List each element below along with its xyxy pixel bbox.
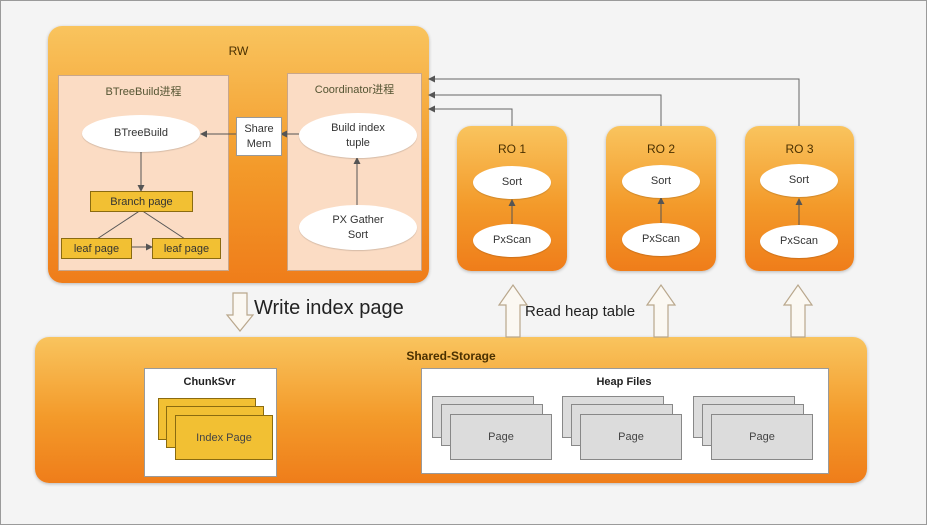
- read-heap-table-label: Read heap table: [525, 303, 636, 320]
- heap-files-title: Heap Files: [596, 376, 652, 388]
- build-index-tuple-node: Build index tuple: [299, 113, 417, 158]
- ro-2-title: RO 2: [646, 142, 675, 156]
- index-page-sheet: Index Page: [175, 415, 273, 460]
- read-heap-up-arrow-3: [782, 283, 814, 338]
- write-index-down-arrow: [225, 292, 255, 332]
- ro-2-pxscan-node: PxScan: [622, 223, 700, 256]
- px-gather-sort-node: PX Gather Sort: [299, 205, 417, 250]
- ro-3-title: RO 3: [785, 142, 814, 156]
- chunksvr-title: ChunkSvr: [183, 376, 236, 388]
- ro-3-to-rw-line: [428, 75, 800, 126]
- ro-2-to-rw-line: [428, 91, 662, 126]
- branch-to-leaf-2-line: [140, 209, 186, 240]
- read-heap-up-arrow-1: [497, 283, 529, 338]
- ro-1-sort-node: Sort: [473, 166, 551, 199]
- leaf-page-2-node: leaf page: [152, 238, 221, 259]
- heap-page-2-sheet: Page: [580, 414, 682, 460]
- ro-1-to-rw-line: [428, 105, 513, 126]
- btree-build-panel-title: BTreeBuild进程: [105, 86, 182, 98]
- read-heap-up-arrow-2: [645, 283, 677, 338]
- coordinator-panel-title: Coordinator进程: [314, 84, 395, 96]
- write-index-page-label: Write index page: [254, 297, 404, 319]
- heap-page-3-sheet: Page: [711, 414, 813, 460]
- leaf-page-1-node: leaf page: [61, 238, 132, 259]
- ro-2-sort-node: Sort: [622, 165, 700, 198]
- branch-to-leaf-1-line: [96, 209, 142, 240]
- ro-3-sort-node: Sort: [760, 164, 838, 197]
- btree-build-node: BTreeBuild: [82, 115, 200, 152]
- ro-1-title: RO 1: [497, 142, 526, 156]
- ro-3-pxscan-node: PxScan: [760, 225, 838, 258]
- branch-page-node: Branch page: [90, 191, 193, 212]
- shared-storage-title: Shared-Storage: [406, 349, 496, 363]
- ro-1-pxscan-node: PxScan: [473, 224, 551, 257]
- share-mem-node: Share Mem: [236, 117, 282, 156]
- rw-title: RW: [228, 44, 249, 58]
- heap-page-1-sheet: Page: [450, 414, 552, 460]
